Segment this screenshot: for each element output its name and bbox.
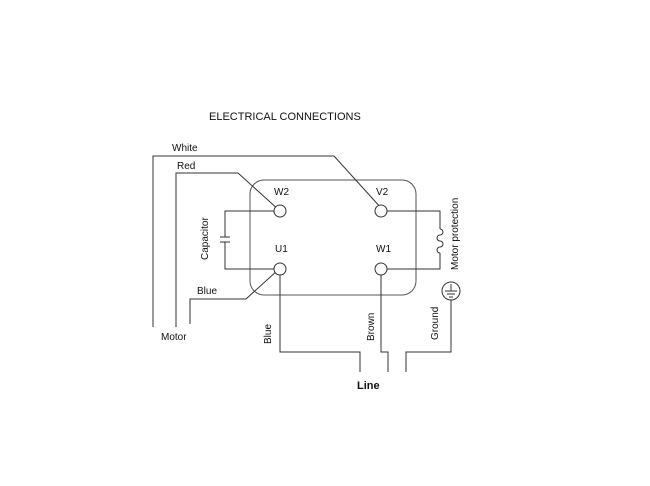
capacitor-label: Capacitor [200,217,211,260]
diagram-title: ELECTRICAL CONNECTIONS [209,111,361,123]
blue-motor-wire [189,269,279,324]
red-wire-label: Red [177,161,195,172]
motor-label: Motor [161,332,187,343]
motor-protection-label: Motor protection [450,198,461,270]
blue-line-wire [279,269,361,372]
ground-line-wire [405,300,452,372]
protection-wire-bottom [381,253,441,270]
brown-line-wire [380,269,389,372]
line-label: Line [357,380,380,392]
terminal-w1-label: W1 [376,244,391,255]
protection-wire [381,210,441,229]
ground-wire-label: Ground [430,307,441,340]
brown-line-wire-label: Brown [366,313,377,341]
terminal-v2-label: V2 [376,187,389,198]
red-wire [175,172,281,327]
capacitor-wire-top [224,210,280,237]
blue-motor-wire-label: Blue [197,286,217,297]
terminal-u1 [273,262,287,276]
terminal-w2-label: W2 [274,187,289,198]
terminal-w1 [374,262,388,276]
terminal-u1-label: U1 [275,244,288,255]
terminal-box [249,179,417,296]
capacitor-wire-bottom [224,242,280,270]
white-wire-label: White [172,143,198,154]
blue-line-wire-label: Blue [263,324,274,344]
terminal-v2 [374,204,388,218]
protection-switch-icon [436,228,444,254]
terminal-w2 [273,204,287,218]
white-wire [152,155,383,327]
